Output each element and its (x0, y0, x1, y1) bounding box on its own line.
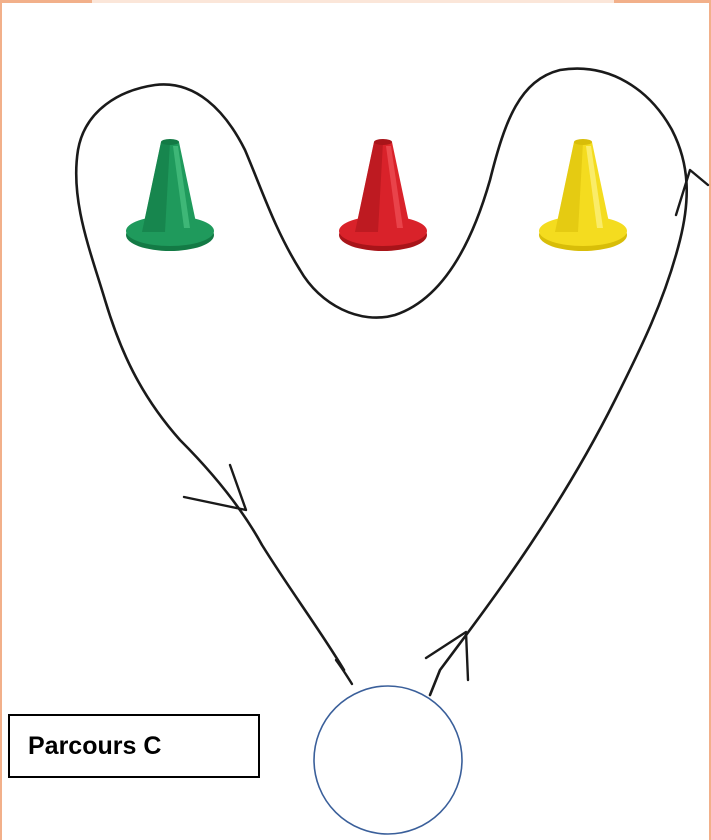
course-path-start-tail (336, 660, 352, 684)
green-cone-icon (126, 139, 214, 251)
arrow-right-upper-branch (676, 170, 708, 215)
red-cone-icon (339, 139, 427, 251)
start-circle (314, 686, 462, 834)
yellow-cone-icon (539, 139, 627, 251)
arrow-left-branch (184, 465, 246, 510)
course-label: Parcours C (28, 732, 161, 761)
course-label-box: Parcours C (8, 714, 260, 778)
